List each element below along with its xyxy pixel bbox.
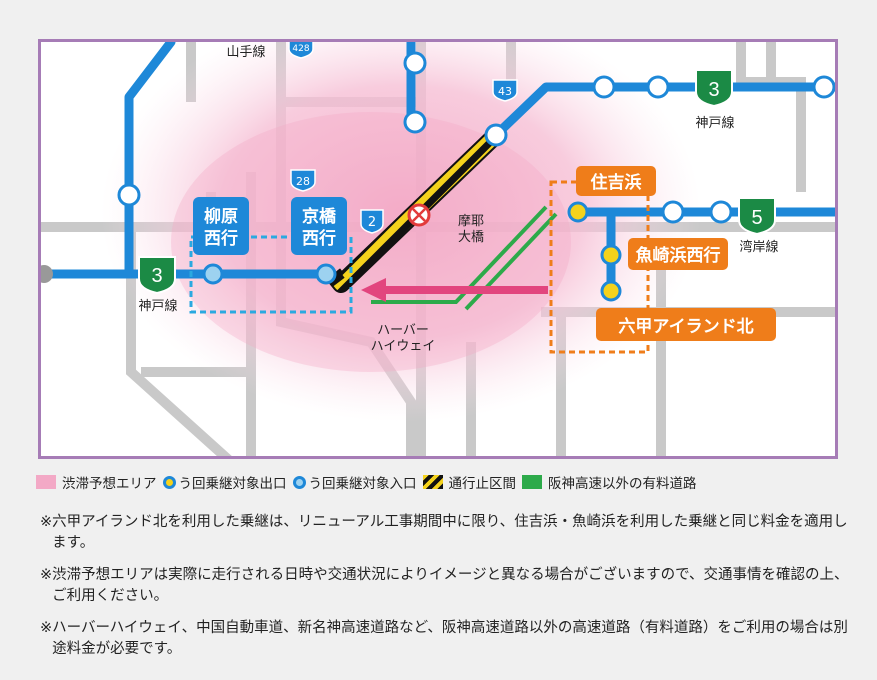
exit-label-rokko-island: 六甲アイランド北 (596, 308, 776, 341)
note-1: ※六甲アイランド北を利用した乗継は、リニューアル工事期間中に限り、住吉浜・魚崎浜… (40, 514, 848, 551)
entrance-circle-icon (292, 475, 306, 489)
uozakihama-text: 魚崎浜西行 (636, 245, 721, 266)
shield-3-left-text: 3 (151, 265, 162, 287)
national-428-text: 428 (292, 44, 309, 54)
shield-5-text: 5 (751, 207, 762, 229)
national-route-28: 28 (290, 169, 316, 192)
legend: 渋滞予想エリア う回乗継対象出口 う回乗継対象入口 通行止区間 阪神高速以外の有… (36, 472, 703, 492)
ramp-label-yanagihara: 柳原西行 (193, 197, 249, 255)
wangan-line-label: 湾岸線 (739, 239, 778, 255)
national-2-text: 2 (368, 215, 376, 230)
legend-closed: 通行止区間 (422, 472, 516, 492)
note-3: ※ハーバーハイウェイ、中国自動車道、新名神高速道路など、阪神高速道路以外の高速道… (40, 620, 848, 657)
national-43-text: 43 (498, 85, 512, 98)
national-28-text: 28 (296, 175, 310, 188)
map-canvas: 3 神戸線 3 神戸線 5 湾岸線 山手線 2 28 43 428 柳原西行 京… (41, 42, 835, 456)
legend-entrance: う回乗継対象入口 (292, 472, 417, 492)
route-shield-3-left: 3 (138, 256, 176, 295)
ramp-label-kyobashi: 京橋西行 (291, 197, 347, 255)
route-map: 3 神戸線 3 神戸線 5 湾岸線 山手線 2 28 43 428 柳原西行 京… (38, 39, 838, 459)
sumiyoshihama-text: 住吉浜 (591, 172, 642, 193)
exit-markers (567, 201, 622, 302)
exit-label-sumiyoshihama: 住吉浜 (576, 166, 656, 196)
kobe-line-label-left: 神戸線 (138, 298, 177, 314)
junctions (117, 51, 835, 224)
legend-exit: う回乗継対象出口 (162, 472, 287, 492)
national-route-43: 43 (492, 79, 518, 102)
exit-circle-icon (162, 475, 176, 489)
entrance-group-box (189, 235, 353, 314)
closure-marker-icon (407, 203, 431, 227)
route-shield-3-right: 3 (695, 69, 733, 108)
route-shield-5: 5 (738, 197, 776, 236)
note-2: ※渋滞予想エリアは実際に走行される日時や交通状況によりイメージと異なる場合がござ… (40, 567, 849, 604)
kobe-line-label-right: 神戸線 (695, 115, 734, 131)
kyobashi-text: 京橋西行 (302, 206, 337, 249)
legend-congestion: 渋滞予想エリア (36, 472, 157, 492)
national-route-428: 428 (288, 42, 314, 59)
yamate-line-label: 山手線 (226, 44, 265, 60)
exit-label-uozakihama: 魚崎浜西行 (628, 238, 728, 270)
rokko-island-text: 六甲アイランド北 (618, 316, 753, 337)
toll-swatch-icon (522, 475, 542, 489)
congestion-swatch-icon (36, 475, 56, 489)
detour-arrow (361, 278, 548, 302)
harbor-highway-label: ハーバーハイウェイ (371, 323, 436, 354)
entrance-markers (202, 263, 337, 285)
legend-toll: 阪神高速以外の有料道路 (522, 472, 697, 492)
shield-3-right-text: 3 (708, 79, 719, 101)
closed-hatch-icon (422, 475, 443, 489)
maya-ohashi-label: 摩耶大橋 (458, 213, 484, 245)
notes: ※六甲アイランド北を利用した乗継は、リニューアル工事期間中に限り、住吉浜・魚崎浜… (40, 512, 860, 671)
national-route-2: 2 (360, 209, 384, 234)
yanagihara-text: 柳原西行 (204, 206, 238, 249)
